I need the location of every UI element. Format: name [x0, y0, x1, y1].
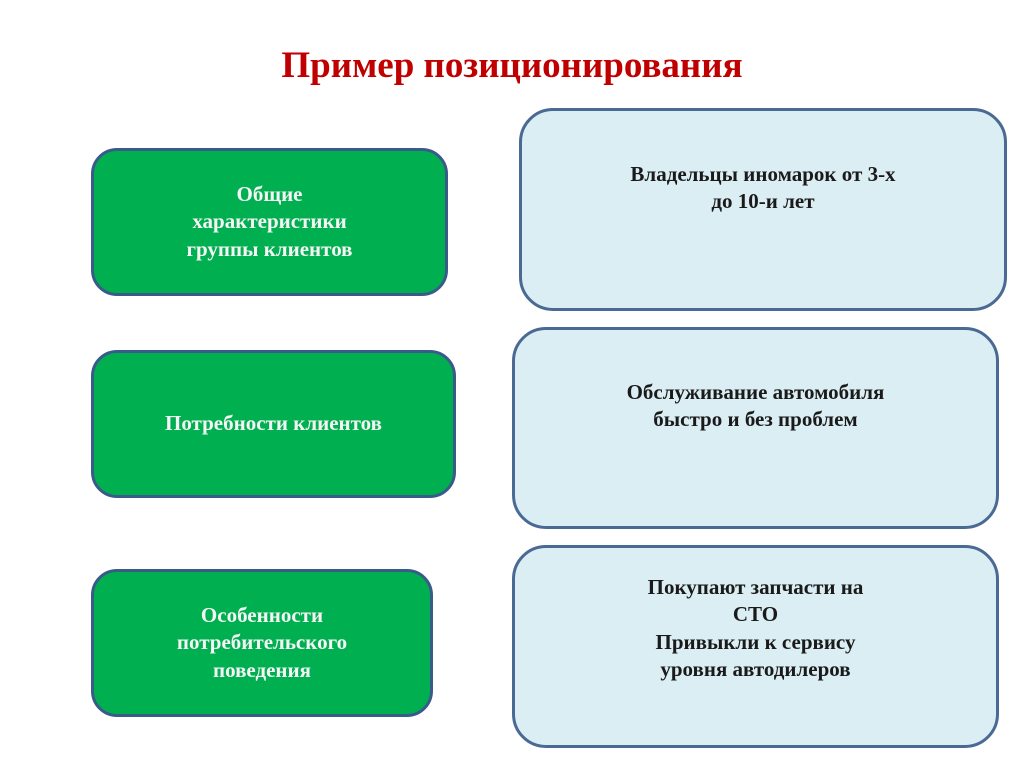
- value-text: Обслуживание автомобиля быстро и без про…: [626, 380, 885, 432]
- slide-title: Пример позиционирования: [281, 45, 743, 86]
- label-box-behavior: Особенности потребительского поведения: [91, 569, 433, 717]
- label-text: Общие характеристики группы клиентов: [186, 182, 353, 261]
- label-text: Потребности клиентов: [165, 411, 382, 436]
- value-box-general: Владельцы иномарок от 3-х до 10-и лет: [519, 108, 1007, 311]
- label-box-general: Общие характеристики группы клиентов: [91, 148, 448, 296]
- value-box-behavior: Покупают запчасти на СТО Привыкли к серв…: [512, 545, 999, 748]
- value-text: Владельцы иномарок от 3-х до 10-и лет: [630, 162, 896, 214]
- label-text: Особенности потребительского поведения: [176, 603, 348, 682]
- value-text: Покупают запчасти на СТО Привыкли к серв…: [647, 575, 864, 681]
- value-box-needs: Обслуживание автомобиля быстро и без про…: [512, 327, 999, 529]
- label-box-needs: Потребности клиентов: [91, 350, 456, 498]
